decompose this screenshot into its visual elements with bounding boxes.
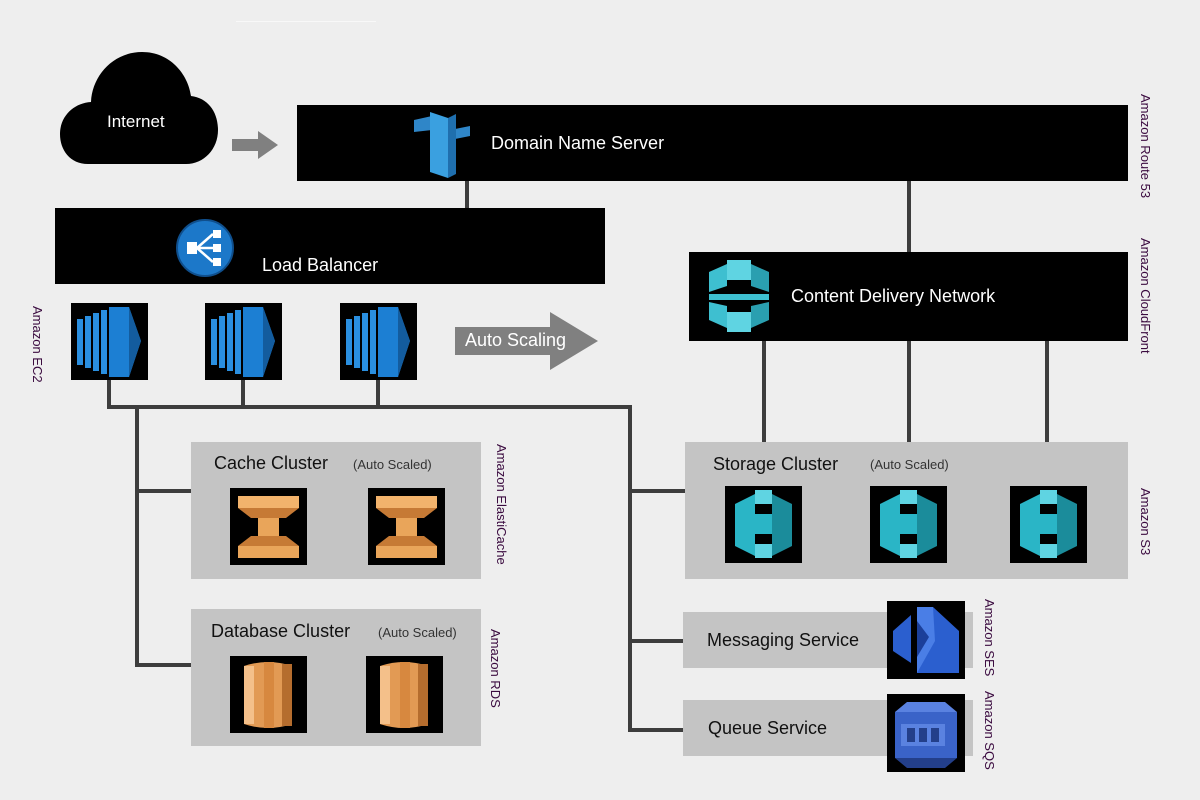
- ec2-instance-icon: [346, 307, 410, 377]
- top-divider: [236, 21, 376, 22]
- cdn-label: Content Delivery Network: [791, 286, 996, 306]
- load-balancer-icon: [176, 219, 234, 277]
- s3-bucket-2: [870, 486, 947, 563]
- s3-bucket-3: [1010, 486, 1087, 563]
- elasticache-service-label: Amazon ElastiCache: [494, 444, 509, 565]
- rds-instance-icon: [380, 662, 428, 728]
- cloudfront-icon: [709, 260, 769, 332]
- database-cluster-note: (Auto Scaled): [378, 625, 457, 640]
- sqs-icon-box: [887, 694, 965, 772]
- connector-ec2-2: [241, 378, 245, 408]
- connector-to-cache: [135, 489, 192, 493]
- s3-bucket-icon: [1020, 490, 1077, 558]
- rds-instance-2: [366, 656, 443, 733]
- sqs-icon: [895, 702, 957, 768]
- connector-to-queue: [628, 728, 684, 732]
- connector-ec2-bus: [107, 405, 632, 409]
- ec2-instance-icon: [211, 307, 275, 377]
- route53-icon: [414, 112, 470, 178]
- cloudfront-service-label: Amazon CloudFront: [1138, 238, 1153, 354]
- route53-service-label: Amazon Route 53: [1138, 94, 1153, 199]
- s3-bucket-icon: [735, 490, 792, 558]
- rds-instance-icon: [244, 662, 292, 728]
- load-balancer-bar: [55, 208, 605, 284]
- connector-dns-cdn: [907, 180, 911, 253]
- connector-dns-lb: [465, 180, 469, 210]
- connector-ec2-1: [107, 378, 111, 408]
- connector-cdn-storage-2: [907, 340, 911, 443]
- dns-label: Domain Name Server: [491, 133, 665, 153]
- load-balancer-label: Load Balancer: [262, 255, 379, 275]
- connector-right-trunk: [628, 405, 632, 732]
- connector-to-database: [135, 663, 192, 667]
- s3-bucket-1: [725, 486, 802, 563]
- connector-cdn-storage-3: [1045, 340, 1049, 443]
- connector-ec2-3: [376, 378, 380, 408]
- sqs-service-label: Amazon SQS: [982, 691, 997, 770]
- storage-cluster-note: (Auto Scaled): [870, 457, 949, 472]
- elasticache-node-icon: [376, 496, 437, 558]
- rds-service-label: Amazon RDS: [488, 629, 503, 708]
- connector-left-trunk: [135, 405, 139, 667]
- elasticache-node-1: [230, 488, 307, 565]
- connector-to-storage: [628, 489, 686, 493]
- auto-scaling-arrow: [455, 312, 598, 370]
- internet-cloud: [60, 52, 218, 164]
- ses-service-label: Amazon SES: [982, 599, 997, 677]
- s3-bucket-icon: [880, 490, 937, 558]
- elasticache-node-2: [368, 488, 445, 565]
- auto-scaling-label: Auto Scaling: [465, 330, 567, 350]
- cache-cluster-label: Cache Cluster: [214, 453, 329, 473]
- elasticache-node-icon: [238, 496, 299, 558]
- queue-service-label: Queue Service: [708, 718, 828, 738]
- ses-icon-box: [887, 601, 965, 679]
- cache-cluster-note: (Auto Scaled): [353, 457, 432, 472]
- internet-label: Internet: [107, 112, 165, 131]
- ec2-instance-1: [71, 303, 148, 380]
- storage-cluster-label: Storage Cluster: [713, 454, 839, 474]
- connector-to-messaging: [628, 639, 684, 643]
- s3-service-label: Amazon S3: [1138, 488, 1153, 556]
- internet-arrow: [232, 131, 278, 159]
- ec2-instance-3: [340, 303, 417, 380]
- messaging-service-label: Messaging Service: [707, 630, 860, 650]
- ses-icon: [893, 607, 959, 673]
- ec2-instance-icon: [77, 307, 141, 377]
- rds-instance-1: [230, 656, 307, 733]
- connector-cdn-storage-1: [762, 340, 766, 443]
- ec2-service-label: Amazon EC2: [30, 306, 45, 383]
- database-cluster-label: Database Cluster: [211, 621, 351, 641]
- ec2-instance-2: [205, 303, 282, 380]
